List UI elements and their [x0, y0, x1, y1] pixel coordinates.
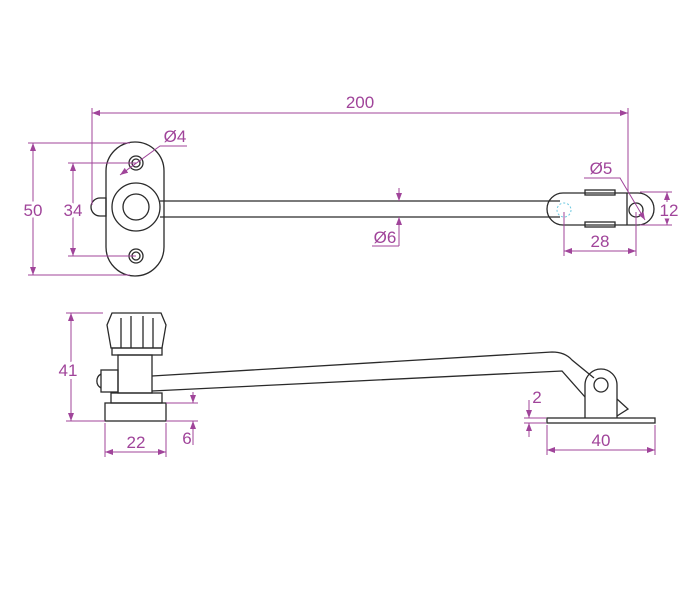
dim-end-width-label: 12 — [660, 201, 679, 220]
end-bracket — [584, 368, 618, 418]
dim-hole-dia-label: Ø4 — [164, 127, 187, 146]
dim-hole-spacing-label: 34 — [64, 201, 83, 220]
end-base-plate — [546, 417, 656, 424]
set-screw — [90, 197, 107, 217]
dim-height-label: 50 — [24, 201, 43, 220]
end-link — [546, 192, 655, 226]
dim-end-spacing-label: 28 — [591, 232, 610, 251]
set-screw-side — [100, 369, 119, 393]
knob-cap — [106, 312, 167, 349]
dim-plate-length-label: 40 — [592, 431, 611, 450]
side-view-dimensions: 41 22 6 2 40 — [56, 312, 656, 457]
knob-center — [122, 193, 150, 221]
dim-side-height-label: 41 — [59, 361, 78, 380]
dim-bar-dia-label: Ø6 — [374, 228, 397, 247]
base-block — [104, 402, 167, 422]
top-view — [90, 141, 655, 277]
top-view-dimensions: 200 50 34 Ø4 Ø6 Ø5 12 28 — [21, 93, 681, 276]
knob — [111, 182, 161, 232]
stay-arm-side — [151, 351, 595, 379]
dim-base-width-label: 22 — [127, 433, 146, 452]
side-view — [96, 312, 656, 424]
knob-shaft — [117, 354, 153, 394]
dim-length-label: 200 — [346, 93, 374, 112]
hidden-hole — [556, 202, 572, 218]
dim-base-height-label: 6 — [182, 429, 191, 448]
dim-plate-thickness-label: 2 — [532, 388, 541, 407]
dim-end-hole-dia-label: Ø5 — [590, 159, 613, 178]
